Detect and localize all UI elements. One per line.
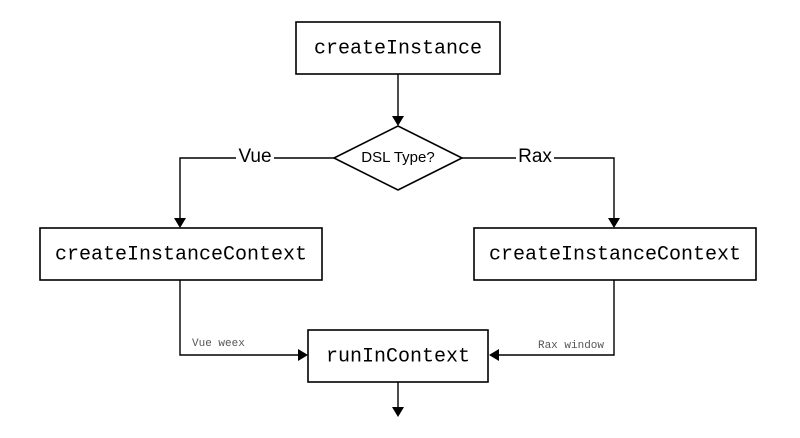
- left-create-instance-context-label: createInstanceContext: [55, 243, 307, 266]
- vue-weex-edge-label: Vue weex: [192, 338, 245, 350]
- run-in-context-label: runInContext: [326, 345, 470, 368]
- run-in-context-node: [307, 329, 489, 383]
- vue-branch-label: Vue: [238, 146, 271, 167]
- connector-left-context-to-run: [179, 280, 299, 356]
- dsl-type-decision: [332, 125, 464, 191]
- rax-branch-label-bg: [516, 146, 554, 168]
- dsl-type-label: DSL Type?: [361, 149, 434, 166]
- arrowhead-to-right-context: [608, 218, 620, 228]
- vue-branch-label-bg: [236, 146, 274, 168]
- connector-dsl-to-right-context: [462, 157, 615, 219]
- right-create-instance-context-node: [473, 227, 757, 281]
- rax-window-edge-label: Rax window: [538, 340, 604, 352]
- connector-right-context-to-run: [498, 280, 615, 356]
- create-instance-node: [295, 21, 501, 75]
- right-create-instance-context-label: createInstanceContext: [489, 243, 741, 266]
- create-instance-label: createInstance: [314, 37, 482, 60]
- left-create-instance-context-node: [39, 227, 323, 281]
- connector-dsl-to-left-context: [179, 157, 334, 219]
- arrowhead-to-dsl: [392, 116, 404, 126]
- arrowhead-to-left-context: [174, 218, 186, 228]
- arrowhead-to-run-left: [298, 349, 308, 361]
- arrowhead-out: [392, 407, 404, 417]
- rax-branch-label: Rax: [518, 146, 552, 167]
- arrowhead-to-run-right: [489, 349, 499, 361]
